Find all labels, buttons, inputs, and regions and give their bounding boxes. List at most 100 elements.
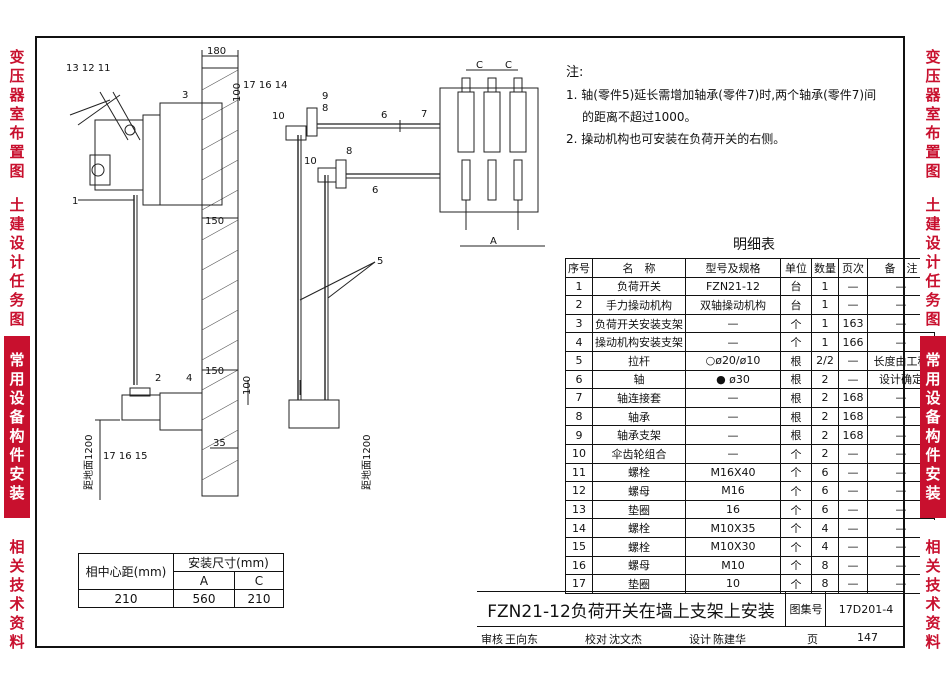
tab-char: 料 xyxy=(9,633,25,651)
tab-char: 任 xyxy=(9,271,25,290)
left-tab-0[interactable]: 变压器室布置图 xyxy=(4,40,30,188)
tab-char: 关 xyxy=(925,557,941,575)
note-2: 2. 操动机构也可安装在负荷开关的右侧。 xyxy=(566,132,786,146)
callout-2: 2 xyxy=(155,373,161,384)
bom-cell: 2 xyxy=(811,406,839,427)
bom-cell: 个 xyxy=(780,332,812,352)
bom-cell: 6 xyxy=(565,369,593,390)
bom-cell: — xyxy=(685,313,781,334)
tab-char: 资 xyxy=(9,614,25,632)
bom-cell: 6 xyxy=(811,462,839,483)
tab-char: 压 xyxy=(925,66,941,85)
bom-header: 型号及规格 xyxy=(685,258,781,278)
bom-cell: ● ø30 xyxy=(685,369,781,390)
bom-cell: 螺栓 xyxy=(592,518,686,538)
tab-char: 料 xyxy=(925,633,941,651)
bom-cell: — xyxy=(685,425,781,445)
bom-cell: 螺栓 xyxy=(592,462,686,483)
right-tab-0[interactable]: 变压器室布置图 xyxy=(920,40,946,188)
bom-cell: — xyxy=(838,369,868,390)
bom-cell: — xyxy=(867,295,935,315)
inst-v1: 210 xyxy=(78,589,174,608)
dim-c1: C xyxy=(476,60,483,71)
bom-cell: 16 xyxy=(565,555,593,576)
tab-char: 技 xyxy=(925,576,941,594)
bom-cell: 14 xyxy=(565,518,593,538)
check-label: 校对 xyxy=(585,633,607,646)
callout-6a: 6 xyxy=(381,110,387,121)
install-dim-table: 相中心距(mm) 安装尺寸(mm) A C 210 560 210 xyxy=(78,553,284,608)
tab-char: 件 xyxy=(925,446,941,464)
right-tab-3[interactable]: 相关技术资料 xyxy=(920,520,946,670)
bom-cell: 垫圈 xyxy=(592,574,686,594)
tab-char: 任 xyxy=(925,271,941,290)
bom-cell: 螺母 xyxy=(592,555,686,576)
tab-char: 计 xyxy=(9,252,25,271)
left-tab-1[interactable]: 土建设计任务图 xyxy=(4,192,30,332)
bom-header: 序号 xyxy=(565,258,593,278)
dim-100-bottom: 100 xyxy=(242,376,253,395)
tab-char: 备 xyxy=(9,408,25,426)
tab-char: 装 xyxy=(9,484,25,502)
bom-cell: 个 xyxy=(780,518,812,538)
mechanism-left xyxy=(121,394,161,421)
callout-5: 5 xyxy=(377,256,383,267)
bom-cell: 个 xyxy=(780,481,812,501)
bom-cell: 螺母 xyxy=(592,481,686,501)
callout-10a: 10 xyxy=(272,111,285,122)
bom-cell: 6 xyxy=(811,481,839,501)
right-tab-1[interactable]: 土建设计任务图 xyxy=(920,192,946,332)
right-tab-2[interactable]: 常用设备构件安装 xyxy=(920,336,946,518)
bom-cell: 伞齿轮组合 xyxy=(592,443,686,464)
bom-cell: 1 xyxy=(811,295,839,315)
bom-cell: 拉杆 xyxy=(592,350,686,371)
wall xyxy=(201,67,239,497)
tab-char: 图 xyxy=(925,309,941,328)
bom-cell: 操动机构安装支架 xyxy=(592,332,686,352)
left-tab-3[interactable]: 相关技术资料 xyxy=(4,520,30,670)
bom-cell: 2 xyxy=(565,295,593,315)
notes: 注: 1. 轴(零件5)延长需增加轴承(零件7)时,两个轴承(零件7)间 的距离… xyxy=(566,62,896,150)
bom-cell: FZN21-12 xyxy=(685,276,781,297)
callout-10b: 10 xyxy=(304,156,317,167)
bom-cell: 4 xyxy=(565,332,593,352)
tab-char: 器 xyxy=(9,85,25,104)
tab-char: 用 xyxy=(925,370,941,388)
bom-cell: 4 xyxy=(811,536,839,557)
tab-char: 术 xyxy=(9,595,25,613)
bom-cell: 手力操动机构 xyxy=(592,295,686,315)
check-name: 沈文杰 xyxy=(609,633,642,646)
tab-char: 常 xyxy=(9,351,25,369)
tab-char: 设 xyxy=(925,233,941,252)
bom-cell: 1 xyxy=(811,276,839,297)
atlas-no: 17D201-4 xyxy=(825,592,906,626)
bom-cell: 根 xyxy=(780,425,812,445)
left-tab-2[interactable]: 常用设备构件安装 xyxy=(4,336,30,518)
bom-cell: 轴承支架 xyxy=(592,425,686,445)
bom-cell: — xyxy=(685,388,781,408)
tab-char: 土 xyxy=(925,195,941,214)
callout-3: 3 xyxy=(182,90,188,101)
bom-cell: 根 xyxy=(780,406,812,427)
tab-char: 安 xyxy=(9,465,25,483)
tab-char: 室 xyxy=(9,104,25,123)
bom-cell: 轴连接套 xyxy=(592,388,686,408)
signature-row: 审核 王向东 校对 沈文杰 设计 陈建华 页 147 xyxy=(477,626,905,650)
bom-cell: 2 xyxy=(811,425,839,445)
notes-title: 注: xyxy=(566,65,584,80)
callout-1: 1 xyxy=(72,196,78,207)
bom-cell: 螺栓 xyxy=(592,536,686,557)
tab-char: 图 xyxy=(925,161,941,180)
bom-cell: 根 xyxy=(780,369,812,390)
bom-cell: 垫圈 xyxy=(592,499,686,520)
inst-vc: 210 xyxy=(234,589,284,608)
inst-va: 560 xyxy=(173,589,235,608)
tab-char: 构 xyxy=(9,427,25,445)
tab-char: 计 xyxy=(925,252,941,271)
